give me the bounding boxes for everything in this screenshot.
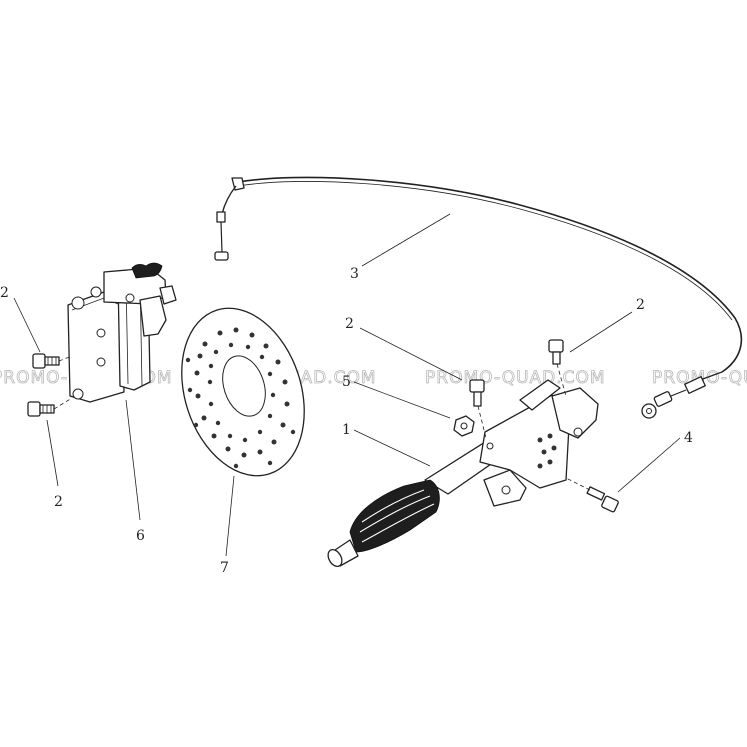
callout-1: 1 [342,422,351,438]
callout-2-caliper-bottom: 2 [54,494,63,510]
brake-disc-icon [181,307,305,477]
callout-4: 4 [684,430,693,446]
callout-7: 7 [220,560,229,576]
leader-lines [13,213,681,557]
callout-2-caliper-top: 2 [0,285,9,301]
bolt-icon [469,379,485,407]
watermark-text: PROMO-QUAD.COM [425,368,606,388]
callout-labels: 2 2 6 7 3 2 2 5 1 4 [0,266,693,576]
callout-2-lever-left: 2 [345,316,354,332]
brake-cable-icon [214,176,743,419]
brake-caliper-icon [67,262,177,403]
callout-5: 5 [342,374,351,390]
callout-2-lever-right: 2 [636,297,645,313]
bolt-icon [32,353,60,369]
bolt-icon [548,339,564,365]
bolt-icon [27,401,55,417]
callout-6: 6 [136,528,145,544]
nut-icon [453,415,475,437]
hand-brake-lever-icon [327,379,599,568]
callout-3: 3 [350,266,359,282]
bolt-icon [586,486,619,513]
